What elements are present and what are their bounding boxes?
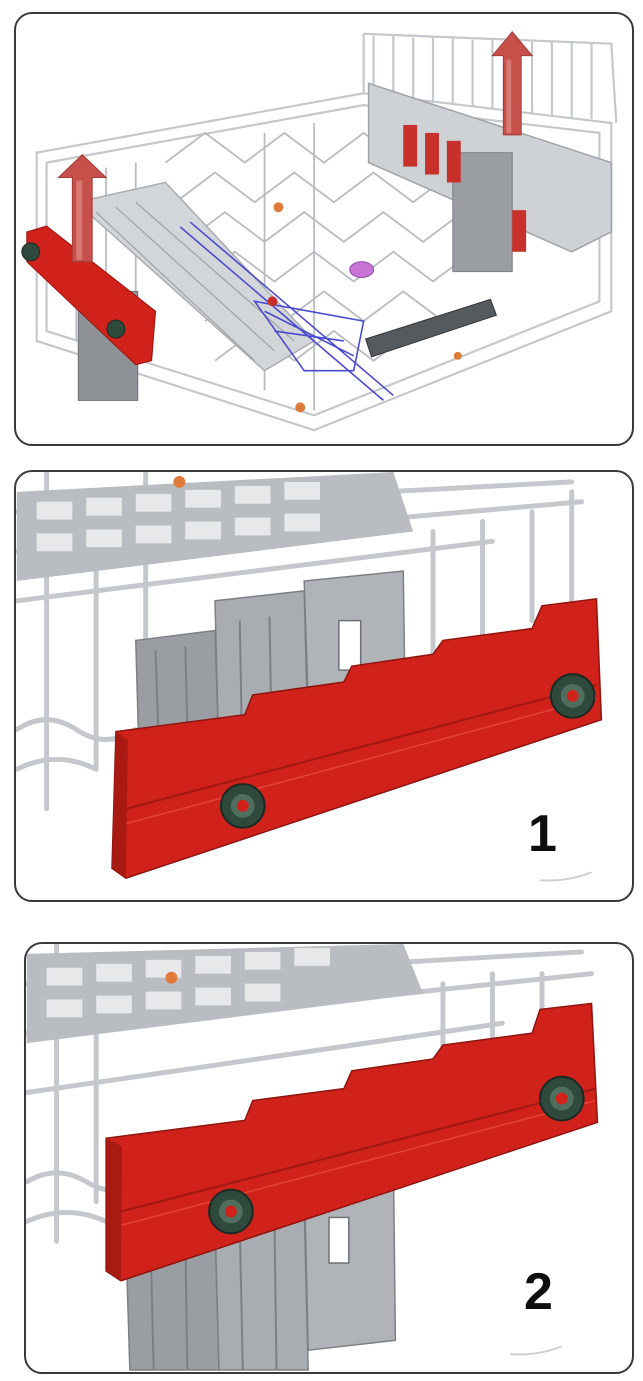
step-1-panel: 1	[14, 470, 634, 902]
step-2-panel: 2	[24, 942, 634, 1374]
step-2-illustration	[26, 944, 599, 1371]
step-number-2: 2	[524, 1263, 553, 1321]
step-number-1: 1	[528, 805, 557, 863]
left-height-adjuster	[21, 225, 157, 401]
rack-clips	[267, 202, 462, 413]
rail-rollers	[219, 673, 596, 829]
rack-overview-panel	[14, 12, 634, 446]
shadow-mark	[539, 871, 592, 882]
rack-overview-illustration	[21, 31, 618, 432]
shadow-mark	[510, 1345, 563, 1356]
rack-handle	[364, 298, 498, 358]
gray-slide-bracket	[125, 1161, 397, 1371]
up-arrow-icon	[491, 31, 534, 136]
center-pink-part	[349, 261, 375, 279]
tray-grid	[26, 944, 424, 1044]
right-cup-shelf	[367, 82, 613, 273]
up-arrow-icon	[57, 154, 108, 263]
rail-rollers	[208, 1075, 585, 1235]
blue-folding-rack	[179, 221, 394, 402]
tray-grid	[16, 472, 414, 581]
rack-wire-frame	[35, 32, 618, 432]
step-1-illustration	[16, 472, 603, 882]
